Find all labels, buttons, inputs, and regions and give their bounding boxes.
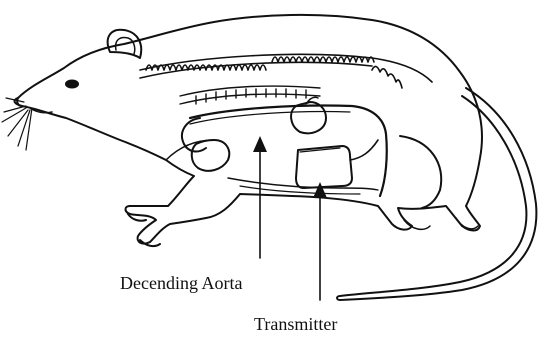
hind-leg [400, 136, 441, 208]
tail [337, 88, 536, 300]
heart [192, 140, 230, 171]
aorta-pointer [253, 136, 267, 258]
ribs [180, 86, 320, 104]
eye [66, 81, 78, 88]
transmitter-device [296, 140, 378, 188]
descending-aorta-vessel [190, 106, 387, 197]
spine [140, 54, 432, 88]
whiskers [2, 98, 32, 150]
descending-aorta-label: Decending Aorta [120, 274, 242, 292]
rat-body-outline [15, 15, 482, 244]
transmitter-pointer [313, 182, 327, 300]
transmitter-label: Transmitter [254, 315, 337, 333]
